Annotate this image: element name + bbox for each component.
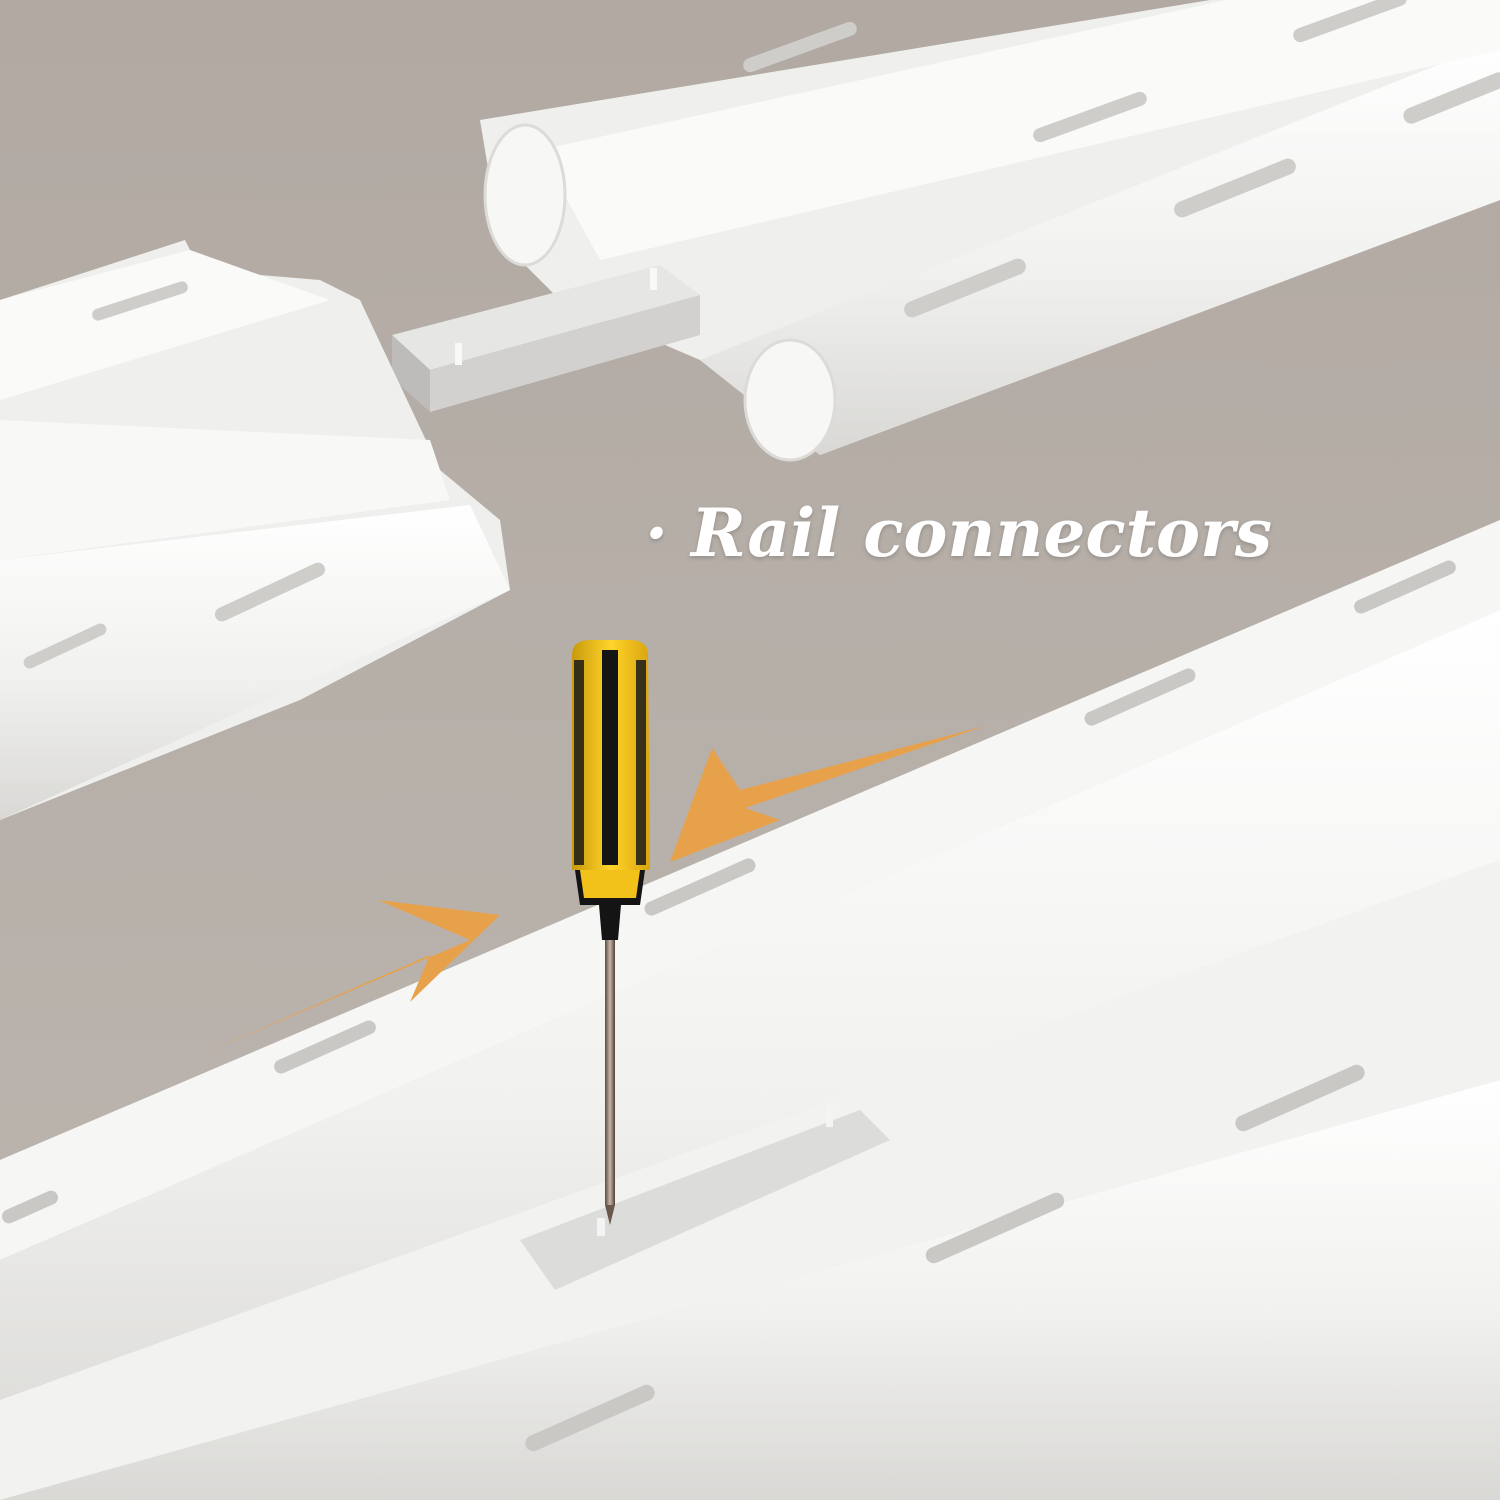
rail-connector-top bbox=[392, 265, 700, 412]
left-rail-piece bbox=[0, 240, 510, 820]
arrow-icon bbox=[196, 726, 985, 1057]
main-rail bbox=[0, 520, 1500, 1500]
arrow-icon-right bbox=[670, 726, 985, 862]
arrow-icon-left bbox=[196, 900, 500, 1057]
screwdriver-icon bbox=[572, 640, 650, 1225]
caption-rail-connectors: · Rail connectors bbox=[645, 494, 1272, 572]
top-rail-piece bbox=[480, 0, 1500, 462]
rail-connector-bottom bbox=[520, 1110, 890, 1290]
